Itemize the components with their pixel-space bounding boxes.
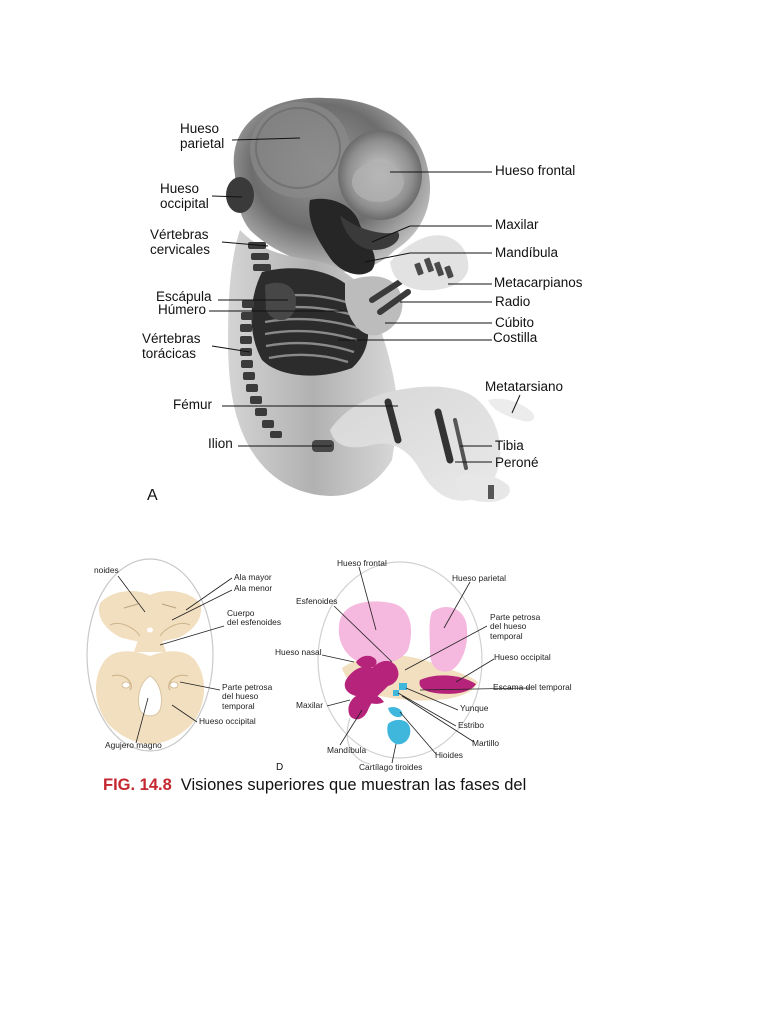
label-perone: Peroné xyxy=(495,455,539,470)
label-d-cartilago-tiroides: Cartílago tiroides xyxy=(359,762,423,772)
label-metacarpianos: Metacarpianos xyxy=(494,275,583,290)
label-d-hueso-parietal: Hueso parietal xyxy=(452,573,507,583)
label-d-escama-temporal: Escama del temporal xyxy=(493,682,572,692)
label-metatarsiano: Metatarsiano xyxy=(485,379,564,394)
label-c-hueso-occipital: Hueso occipital xyxy=(199,716,256,726)
label-d-maxilar: Maxilar xyxy=(296,700,323,710)
label-costilla: Costilla xyxy=(493,330,538,345)
label-tibia: Tibia xyxy=(495,438,524,453)
label-hueso-occipital: Hueso occipital xyxy=(160,181,209,211)
label-c-parte-petrosa: Parte petrosa del hueso temporal xyxy=(222,682,273,711)
label-d-hueso-occipital: Hueso occipital xyxy=(494,652,551,662)
label-c-esfenoides-cut: noides xyxy=(94,565,119,575)
label-d-esfenoides: Esfenoides xyxy=(296,596,338,606)
label-escapula: Escápula xyxy=(156,289,212,304)
figure-number: FIG. 14.8 xyxy=(103,776,172,794)
panel-letter-d: D xyxy=(276,762,284,773)
panel-letter-a: A xyxy=(147,487,158,504)
label-d-yunque: Yunque xyxy=(460,703,489,713)
label-radio: Radio xyxy=(495,294,531,309)
label-d-estribo: Estribo xyxy=(458,720,485,730)
label-femur: Fémur xyxy=(173,397,213,412)
figure-caption: FIG. 14.8 Visiones superiores que muestra… xyxy=(103,776,526,795)
label-vertebras-cervicales: Vértebras cervicales xyxy=(150,227,211,257)
label-maxilar: Maxilar xyxy=(495,217,539,232)
label-hueso-frontal: Hueso frontal xyxy=(495,163,576,178)
label-d-hioides: Hioides xyxy=(435,750,463,760)
label-c-agujero-magno: Agujero magno xyxy=(105,740,162,750)
label-ilion: Ilion xyxy=(208,436,233,451)
label-c-ala-mayor: Ala mayor xyxy=(234,572,272,582)
label-d-mandibula: Mandíbula xyxy=(327,745,367,755)
label-humero: Húmero xyxy=(158,302,207,317)
label-vertebras-toracicas: Vértebras torácicas xyxy=(142,331,201,361)
label-c-cuerpo-esfenoides: Cuerpo del esfenoides xyxy=(227,608,282,628)
label-mandibula: Mandíbula xyxy=(495,245,559,260)
label-c-ala-menor: Ala menor xyxy=(234,583,273,593)
label-cubito: Cúbito xyxy=(495,315,535,330)
label-d-hueso-frontal: Hueso frontal xyxy=(337,558,387,568)
label-d-hueso-nasal: Hueso nasal xyxy=(275,647,322,657)
label-hueso-parietal: Hueso parietal xyxy=(180,121,225,151)
caption-text: Visiones superiores que muestran las fas… xyxy=(180,776,527,794)
label-d-martillo: Martillo xyxy=(472,738,499,748)
label-d-parte-petrosa: Parte petrosa del hueso temporal xyxy=(490,612,541,641)
